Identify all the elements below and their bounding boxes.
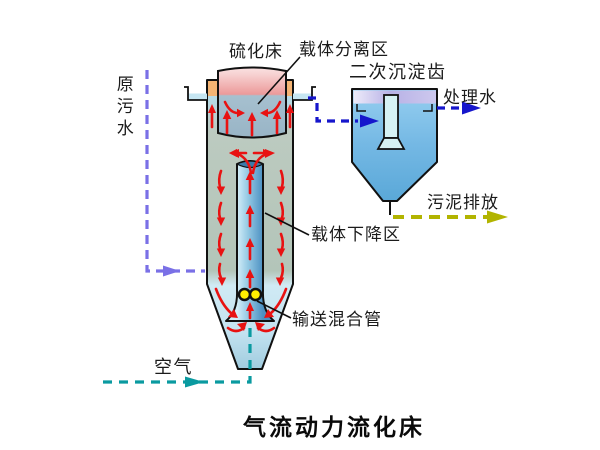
label-treated-water: 处理水 <box>443 88 497 108</box>
callout-separation-zone <box>257 56 301 105</box>
treated-water-flow-line <box>437 101 481 115</box>
sludge-flow-line <box>393 210 508 224</box>
tank-center-pipe <box>383 94 399 139</box>
callout-descent-zone <box>264 212 310 236</box>
label-raw-sewage: 原污水 <box>112 75 133 141</box>
label-carrier-separation-zone: 载体分离区 <box>299 40 389 60</box>
left-weir <box>184 86 207 101</box>
label-air: 空气 <box>154 357 193 378</box>
carrier-separation-cylinder <box>217 66 287 139</box>
right-weir <box>293 86 316 101</box>
right-weir-water <box>293 93 312 100</box>
callout-lines <box>256 56 310 319</box>
label-fluidized-bed: 硫化床 <box>229 42 283 62</box>
raw-sewage-flow-line <box>145 70 205 277</box>
tank-center-pipe-flare <box>376 137 406 150</box>
secondary-settling-tank <box>351 88 438 215</box>
callout-mixing-pipe <box>256 300 292 319</box>
air-flow-line <box>103 325 252 388</box>
tank-left-weir <box>356 104 366 112</box>
label-carrier-descent-zone: 载体下降区 <box>311 225 401 245</box>
label-secondary-settling-tank: 二次沉淀齿 <box>349 62 447 83</box>
carrier-balls <box>237 287 263 302</box>
label-transport-mixing-pipe: 输送混合管 <box>292 310 382 330</box>
label-sludge-discharge: 污泥排放 <box>427 193 499 213</box>
transfer-flow-line <box>308 96 379 128</box>
tank-right-weir <box>423 104 433 112</box>
left-weir-water <box>188 93 207 100</box>
diagram-title: 气流动力流化床 <box>243 415 425 441</box>
